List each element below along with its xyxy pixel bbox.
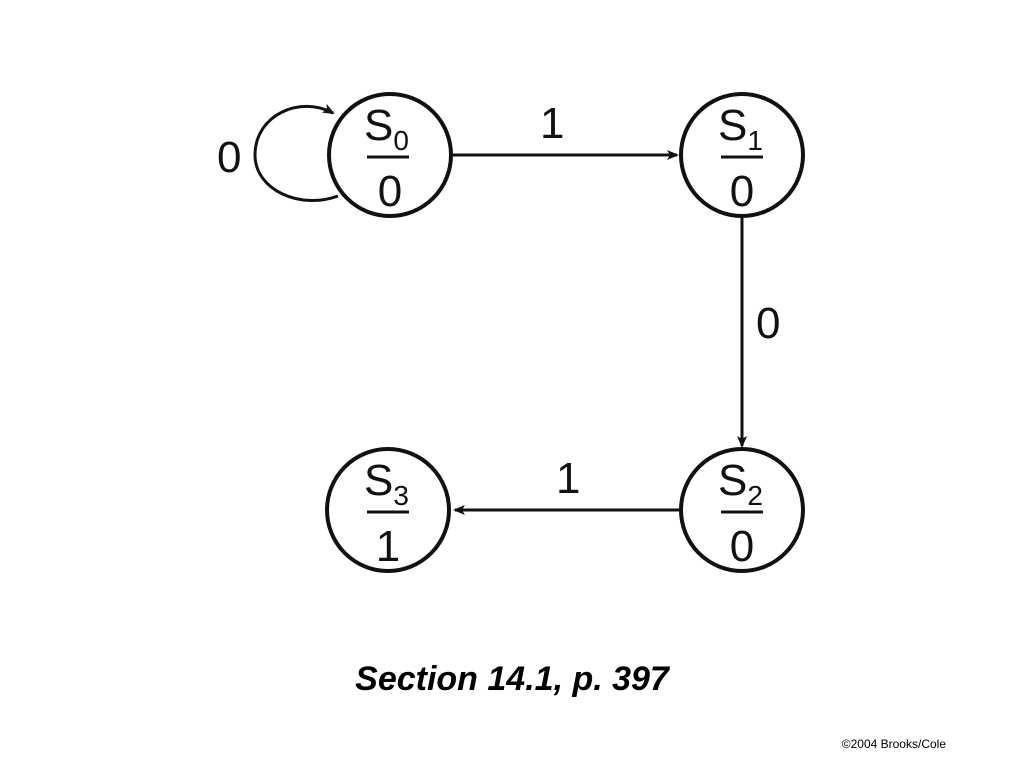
copyright-notice: ©2004 Brooks/Cole <box>841 737 946 751</box>
state-s3-circle <box>325 447 451 573</box>
transition-s1-s2-label: 0 <box>756 299 780 348</box>
state-s1: S1 0 <box>679 92 805 218</box>
section-caption: Section 14.1, p. 397 <box>355 660 669 698</box>
transition-s0-s0-label: 0 <box>217 133 241 182</box>
state-s2-name: S2 <box>718 456 763 511</box>
state-s1-circle <box>679 92 805 218</box>
state-s3-name: S3 <box>364 456 409 511</box>
state-s1-name: S1 <box>718 101 763 156</box>
state-s1-output: 0 <box>730 167 754 216</box>
state-s0: S0 0 <box>327 92 453 218</box>
state-s2-output: 0 <box>730 522 754 571</box>
state-s3-output: 1 <box>376 522 400 571</box>
state-s2: S2 0 <box>679 447 805 573</box>
state-s2-circle <box>679 447 805 573</box>
state-s0-name: S0 <box>364 101 409 156</box>
state-s0-circle <box>327 92 453 218</box>
transition-s2-s3-label: 1 <box>556 454 580 503</box>
transition-s0-s0-arrow <box>253 103 339 202</box>
state-s0-output: 0 <box>378 167 402 216</box>
transition-s0-s1-label: 1 <box>540 99 564 148</box>
state-s3: S3 1 <box>325 447 451 573</box>
